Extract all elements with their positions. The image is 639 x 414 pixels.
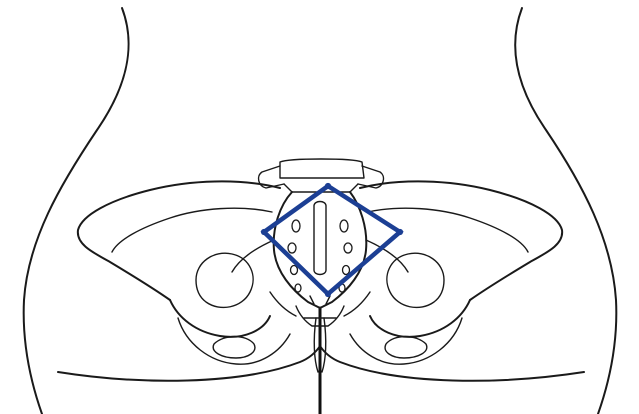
sacral-foramen-left-3 — [291, 266, 298, 275]
left-acetabulum-rim — [170, 300, 270, 337]
sacrum-outline — [274, 192, 367, 308]
right-buttock-curve — [320, 346, 584, 381]
right-body-contour — [515, 8, 616, 414]
left-hip-bone — [78, 181, 296, 364]
sacral-foramen-left-1 — [292, 220, 300, 232]
left-buttock-curve — [58, 346, 320, 381]
sacral-foramen-right-2 — [344, 243, 352, 253]
left-sciatic-notch — [270, 292, 296, 316]
right-obturator-foramen — [385, 337, 427, 359]
right-ischium — [350, 318, 462, 364]
right-hip-bone — [344, 181, 562, 364]
left-iliac-crest — [78, 181, 280, 300]
sacrum — [274, 192, 367, 308]
sacral-foramen-right-1 — [340, 220, 348, 232]
left-iliac-wing-inner — [112, 208, 272, 252]
median-sacral-crest — [314, 202, 326, 275]
sacral-foramen-left-4 — [295, 284, 301, 292]
left-body-contour — [24, 8, 129, 414]
vertebra-body — [280, 159, 364, 178]
left-ischium — [178, 318, 290, 364]
sacral-foramen-right-3 — [343, 266, 350, 275]
diamond-right-vertex — [397, 229, 402, 234]
right-acetabulum-rim — [370, 300, 470, 337]
diamond-marker — [261, 183, 402, 296]
right-femoral-head — [387, 253, 444, 307]
right-sciatic-notch — [344, 292, 370, 316]
sacral-foramen-left-2 — [288, 243, 296, 253]
left-obturator-foramen — [213, 337, 255, 359]
diamond-top-vertex — [325, 183, 330, 188]
diamond-bottom-vertex — [325, 291, 330, 296]
diamond-left-vertex — [261, 229, 266, 234]
body-outline — [24, 8, 617, 414]
left-femoral-head — [196, 253, 253, 307]
sacral-apex — [310, 296, 330, 304]
right-iliac-wing-inner — [368, 208, 528, 252]
